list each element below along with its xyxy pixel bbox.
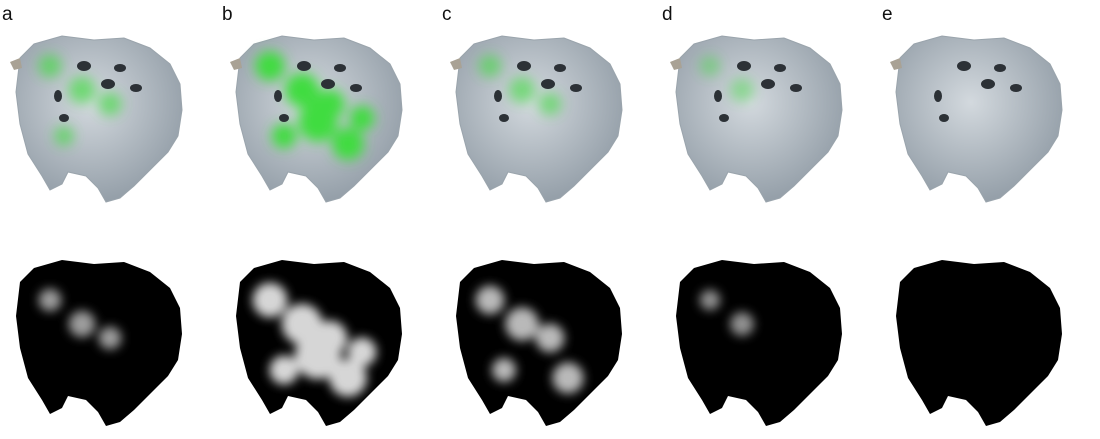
mask-shape (896, 260, 1062, 426)
rock-fluorescence-image (890, 35, 1063, 203)
rock-mask-image (456, 260, 622, 426)
mask-highlights (38, 288, 122, 350)
rock-mask-image (236, 260, 402, 426)
rock-cavity (939, 114, 949, 122)
rock-cavity (790, 84, 802, 92)
rock-shape (675, 35, 843, 203)
rock-cavity (541, 79, 555, 89)
rock-cavity (774, 64, 786, 72)
rock-cavity (274, 90, 282, 102)
panel-label: c (442, 4, 452, 25)
mask-shape (676, 260, 842, 426)
panel-label: e (882, 4, 893, 25)
rock-tip (10, 58, 22, 70)
rock-cavity (297, 61, 311, 71)
rock-shape (15, 35, 183, 203)
panel-column-c: c (442, 0, 662, 439)
rock-cavity (737, 61, 751, 71)
panel-label: d (662, 4, 673, 25)
rock-cavity (934, 90, 942, 102)
rock-cavity (1010, 84, 1022, 92)
rock-cavity (130, 84, 142, 92)
rock-shape (895, 35, 1063, 203)
rock-cavity (957, 61, 971, 71)
rock-fluorescence-image (230, 35, 403, 203)
mask-shape (16, 260, 182, 426)
panel-label: b (222, 4, 233, 25)
rock-cavity (719, 114, 729, 122)
rock-cavity (54, 90, 62, 102)
rock-cavity (554, 64, 566, 72)
rock-cavity (994, 64, 1006, 72)
rock-mask-image (896, 260, 1062, 426)
rock-cavity (279, 114, 289, 122)
rock-cavity (714, 90, 722, 102)
mask-highlights (252, 282, 377, 397)
fluorescence-spots (255, 51, 375, 161)
mask-highlights (699, 289, 754, 336)
rock-shape (455, 35, 623, 203)
rock-cavity (114, 64, 126, 72)
rock-cavity (77, 61, 91, 71)
rock-tip (670, 58, 682, 70)
fluorescence-spots (478, 54, 562, 116)
fluorescence-spots (38, 54, 122, 146)
rock-cavity (570, 84, 582, 92)
rock-tip (450, 58, 462, 70)
rock-cavity (499, 114, 509, 122)
rock-fluorescence-image (10, 35, 183, 203)
panel-column-d: d (662, 0, 882, 439)
rock-cavity (321, 79, 335, 89)
rock-mask-image (676, 260, 842, 426)
rock-fluorescence-image (670, 35, 843, 203)
rock-cavity (981, 79, 995, 89)
rock-fluorescence-image (450, 35, 623, 203)
rock-cavity (494, 90, 502, 102)
rock-cavity (101, 79, 115, 89)
rock-tip (230, 58, 242, 70)
rock-cavity (761, 79, 775, 89)
panel-column-b: b (222, 0, 442, 439)
rock-tip (890, 58, 902, 70)
panel-column-a: a (2, 0, 222, 439)
panel-column-e: e (882, 0, 1100, 439)
rock-cavity (334, 64, 346, 72)
rock-cavity (59, 114, 69, 122)
panel-label: a (2, 4, 13, 25)
rock-cavity (350, 84, 362, 92)
rock-cavity (517, 61, 531, 71)
mask-highlights (475, 285, 584, 394)
fluorescence-spots (699, 55, 754, 102)
rock-mask-image (16, 260, 182, 426)
